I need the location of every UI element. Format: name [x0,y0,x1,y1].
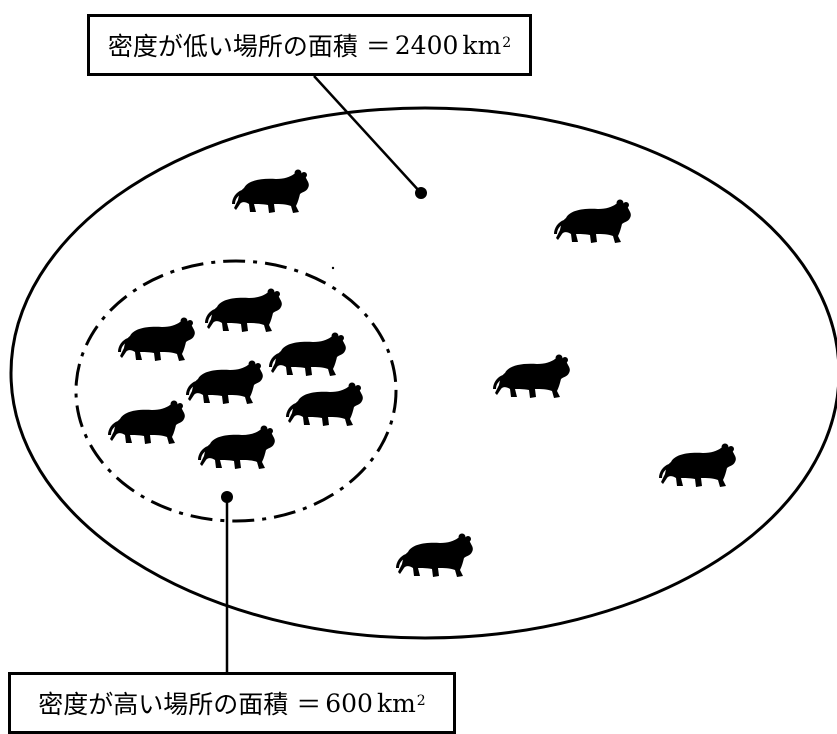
tiger-silhouette-icon [493,354,570,398]
low-density-label-text: 密度が低い場所の面積 ＝ [107,32,391,61]
low-density-leader-dot [415,187,427,199]
high-density-label-exponent: 2 [416,693,426,709]
tiger-silhouette-icon [659,443,736,487]
tiger-silhouette-icon [269,332,346,376]
tiger-silhouette-icon [286,382,363,426]
stray-mark [331,266,335,270]
low-density-leader-line [313,75,422,194]
tiger-silhouette-icon [198,425,275,469]
high-density-label-text: 密度が高い場所の面積 ＝ [38,690,322,719]
tiger-silhouette-icon [554,199,631,243]
tiger-silhouette-icon [108,400,185,444]
tiger-silhouette-icon [186,360,263,404]
tiger-silhouette-icon [118,317,195,361]
tiger-silhouette-icon [396,533,473,577]
high-density-label-unit: km [376,688,416,718]
low-density-label-exponent: 2 [502,35,512,51]
tiger-silhouette-icon [232,169,309,213]
low-density-area-ellipse [9,106,837,640]
tiger-silhouette-icon [205,288,282,332]
high-density-area-ellipse [74,259,398,523]
low-density-label-unit: km [462,30,502,60]
high-density-leader-dot [221,491,233,503]
high-density-label-value: 600 [325,688,373,718]
low-density-label-value: 2400 [394,30,459,60]
